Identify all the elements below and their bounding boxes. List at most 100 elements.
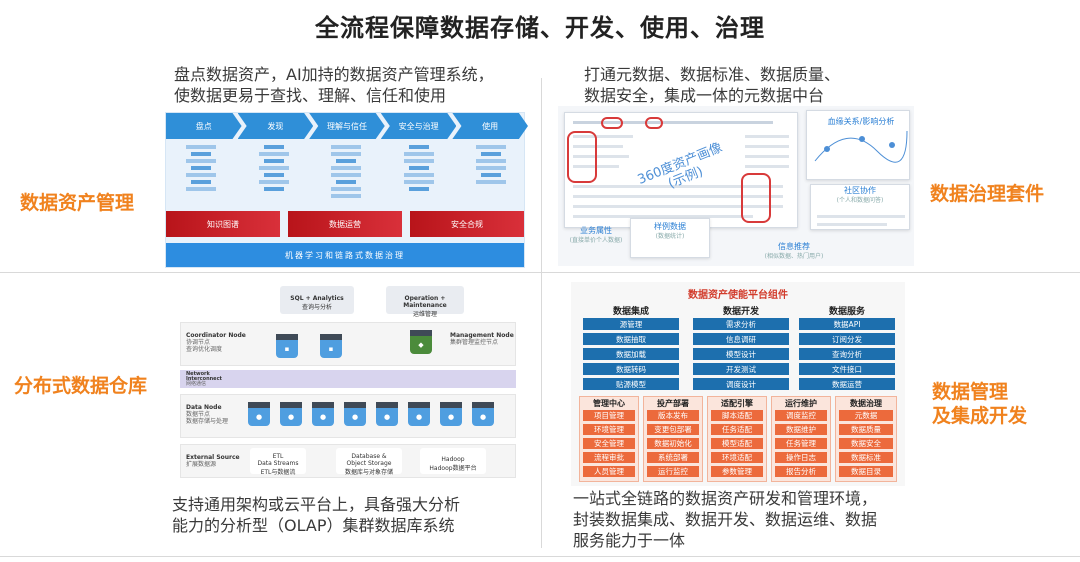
- module-box: 任务适配: [711, 424, 763, 435]
- object-storage-card: Database & Object Storage 数据库与对象存储: [336, 448, 402, 476]
- data-server-icon: ●: [248, 402, 270, 426]
- component-box: 信息调研: [693, 333, 789, 345]
- data-warehouse-description: 支持通用架构或云平台上，具备强大分析 能力的分析型（OLAP）集群数据库系统: [172, 494, 460, 536]
- module-box: 人员管理: [583, 466, 635, 477]
- community-callout: 社区协作 (个人和数据问答): [836, 186, 884, 204]
- coordinator-node-label: Coordinator Node 协调节点 查询优化调度: [186, 332, 246, 353]
- horizontal-divider: [0, 272, 1080, 273]
- component-box: 需求分析: [693, 318, 789, 330]
- asset-management-description: 盘点数据资产，AI加持的数据资产管理系统， 使数据更易于查找、理解、信任和使用: [174, 64, 494, 106]
- vertical-divider: [541, 78, 542, 548]
- module-box: 数据初始化: [647, 438, 699, 449]
- etl-card: ETL Data Streams ETL与数据流: [250, 448, 306, 476]
- sample-data-callout: 样例数据 (数据统计): [654, 222, 686, 240]
- page-title: 全流程保障数据存储、开发、使用、治理: [315, 14, 765, 42]
- governance-label: 数据治理套件: [930, 183, 1045, 205]
- component-box: 数据运营: [799, 378, 895, 390]
- desc-line: 打通元数据、数据标准、数据质量、: [584, 65, 841, 84]
- component-box: 数据抽取: [583, 333, 679, 345]
- chevron-step: 使用: [452, 113, 528, 139]
- feature-column: [394, 145, 444, 207]
- management-server-icon: ◆: [410, 330, 432, 354]
- group-title: 数据治理: [850, 399, 882, 408]
- group-title: 数据集成: [612, 307, 649, 317]
- highlight-circle: [645, 117, 663, 129]
- capability-box: 知识图谱: [166, 211, 280, 237]
- group-title: 运行维护: [785, 399, 817, 408]
- desc-line: 使数据更易于查找、理解、信任和使用: [174, 86, 447, 105]
- coordinator-server-icon: ▪: [320, 334, 342, 358]
- desc-line: 一站式全链路的数据资产研发和管理环境，: [573, 489, 878, 508]
- hadoop-card: Hadoop Hadoop数据平台: [420, 448, 486, 474]
- data-warehouse-label: 分布式数据仓库: [14, 375, 148, 397]
- module-box: 运行监控: [647, 466, 699, 477]
- module-box: 元数据: [839, 410, 893, 421]
- community-screen: [810, 184, 910, 230]
- component-box: 开发测试: [693, 363, 789, 375]
- external-source-label: External Source 扩展数据源: [186, 454, 240, 468]
- highlight-circle: [567, 131, 597, 183]
- feature-column: [321, 145, 371, 207]
- module-box: 操作日志: [775, 452, 827, 463]
- chevron-step: 理解与信任: [309, 113, 385, 139]
- network-interconnect-bar: [180, 370, 516, 388]
- coordinator-server-icon: ▪: [276, 334, 298, 358]
- module-box: 调度监控: [775, 410, 827, 421]
- module-box: 数据目录: [839, 466, 893, 477]
- sql-analytics-card: SQL + Analytics 查询与分析: [280, 286, 354, 314]
- desc-line: 数据安全，集成一体的元数据中台: [584, 86, 825, 105]
- desc-line: 封装数据集成、数据开发、数据运维、数据: [573, 510, 878, 529]
- group-title: 适配引擎: [721, 399, 753, 408]
- module-box: 数据安全: [839, 438, 893, 449]
- module-box: 数据质量: [839, 424, 893, 435]
- component-box: 调度设计: [693, 378, 789, 390]
- management-integration-description: 一站式全链路的数据资产研发和管理环境， 封装数据集成、数据开发、数据运维、数据 …: [573, 488, 877, 551]
- module-box: 项目管理: [583, 410, 635, 421]
- desc-line: 能力的分析型（OLAP）集群数据库系统: [172, 516, 455, 535]
- operation-maintenance-card: Operation + Maintenance 运维管理: [386, 286, 464, 318]
- component-box: 数据转码: [583, 363, 679, 375]
- highlight-circle: [601, 117, 623, 129]
- component-box: 贴源模型: [583, 378, 679, 390]
- module-box: 版本发布: [647, 410, 699, 421]
- management-node-label: Management Node 集群管理监控节点: [450, 332, 514, 346]
- data-server-icon: ●: [472, 402, 494, 426]
- platform-title: 数据资产使能平台组件: [688, 290, 788, 301]
- network-label: Network Interconnect 网络通信: [186, 371, 222, 387]
- module-box: 数据维护: [775, 424, 827, 435]
- platform-components-diagram: 数据资产使能平台组件 数据集成 数据开发 数据服务 源管理 数据抽取 数据加载 …: [571, 282, 905, 486]
- chevron-step: 盘点: [166, 113, 242, 139]
- module-box: 安全管理: [583, 438, 635, 449]
- desc-line: 服务能力于一体: [573, 531, 686, 550]
- module-box: 流程审批: [583, 452, 635, 463]
- group-title: 管理中心: [593, 399, 625, 408]
- component-box: 模型设计: [693, 348, 789, 360]
- data-server-icon: ●: [440, 402, 462, 426]
- sample-data-screen: [630, 218, 710, 258]
- governance-description: 打通元数据、数据标准、数据质量、 数据安全，集成一体的元数据中台: [584, 64, 840, 106]
- capability-box: 安全合规: [410, 211, 524, 237]
- group-title: 数据服务: [828, 307, 865, 317]
- module-box: 环境管理: [583, 424, 635, 435]
- asset-management-diagram: 盘点 发现 理解与信任 安全与治理 使用 知识图谱 数据运营 安全合规 机器学习…: [165, 112, 528, 268]
- asset-profile-screen: [564, 112, 798, 228]
- warehouse-architecture-diagram: SQL + Analytics 查询与分析 Operation + Mainte…: [180, 282, 516, 482]
- coordinator-layer: [180, 322, 516, 366]
- feature-columns: [176, 145, 516, 207]
- module-box: 变更包部署: [647, 424, 699, 435]
- module-box: 数据标准: [839, 452, 893, 463]
- lineage-screen: 血缘关系/影响分析: [806, 110, 910, 180]
- component-box: 数据API: [799, 318, 895, 330]
- data-server-icon: ●: [312, 402, 334, 426]
- chevron-step: 安全与治理: [380, 113, 457, 139]
- data-server-icon: ●: [376, 402, 398, 426]
- module-box: 环境适配: [711, 452, 763, 463]
- business-attribute-callout: 业务属性 (直接单价个人数据): [569, 226, 623, 244]
- asset-management-label: 数据资产管理: [20, 192, 135, 214]
- component-box: 源管理: [583, 318, 679, 330]
- module-box: 模型适配: [711, 438, 763, 449]
- module-box: 系统部署: [647, 452, 699, 463]
- data-server-icon: ●: [408, 402, 430, 426]
- component-box: 数据加载: [583, 348, 679, 360]
- data-node-label: Data Node 数据节点 数据存储与处理: [186, 404, 229, 425]
